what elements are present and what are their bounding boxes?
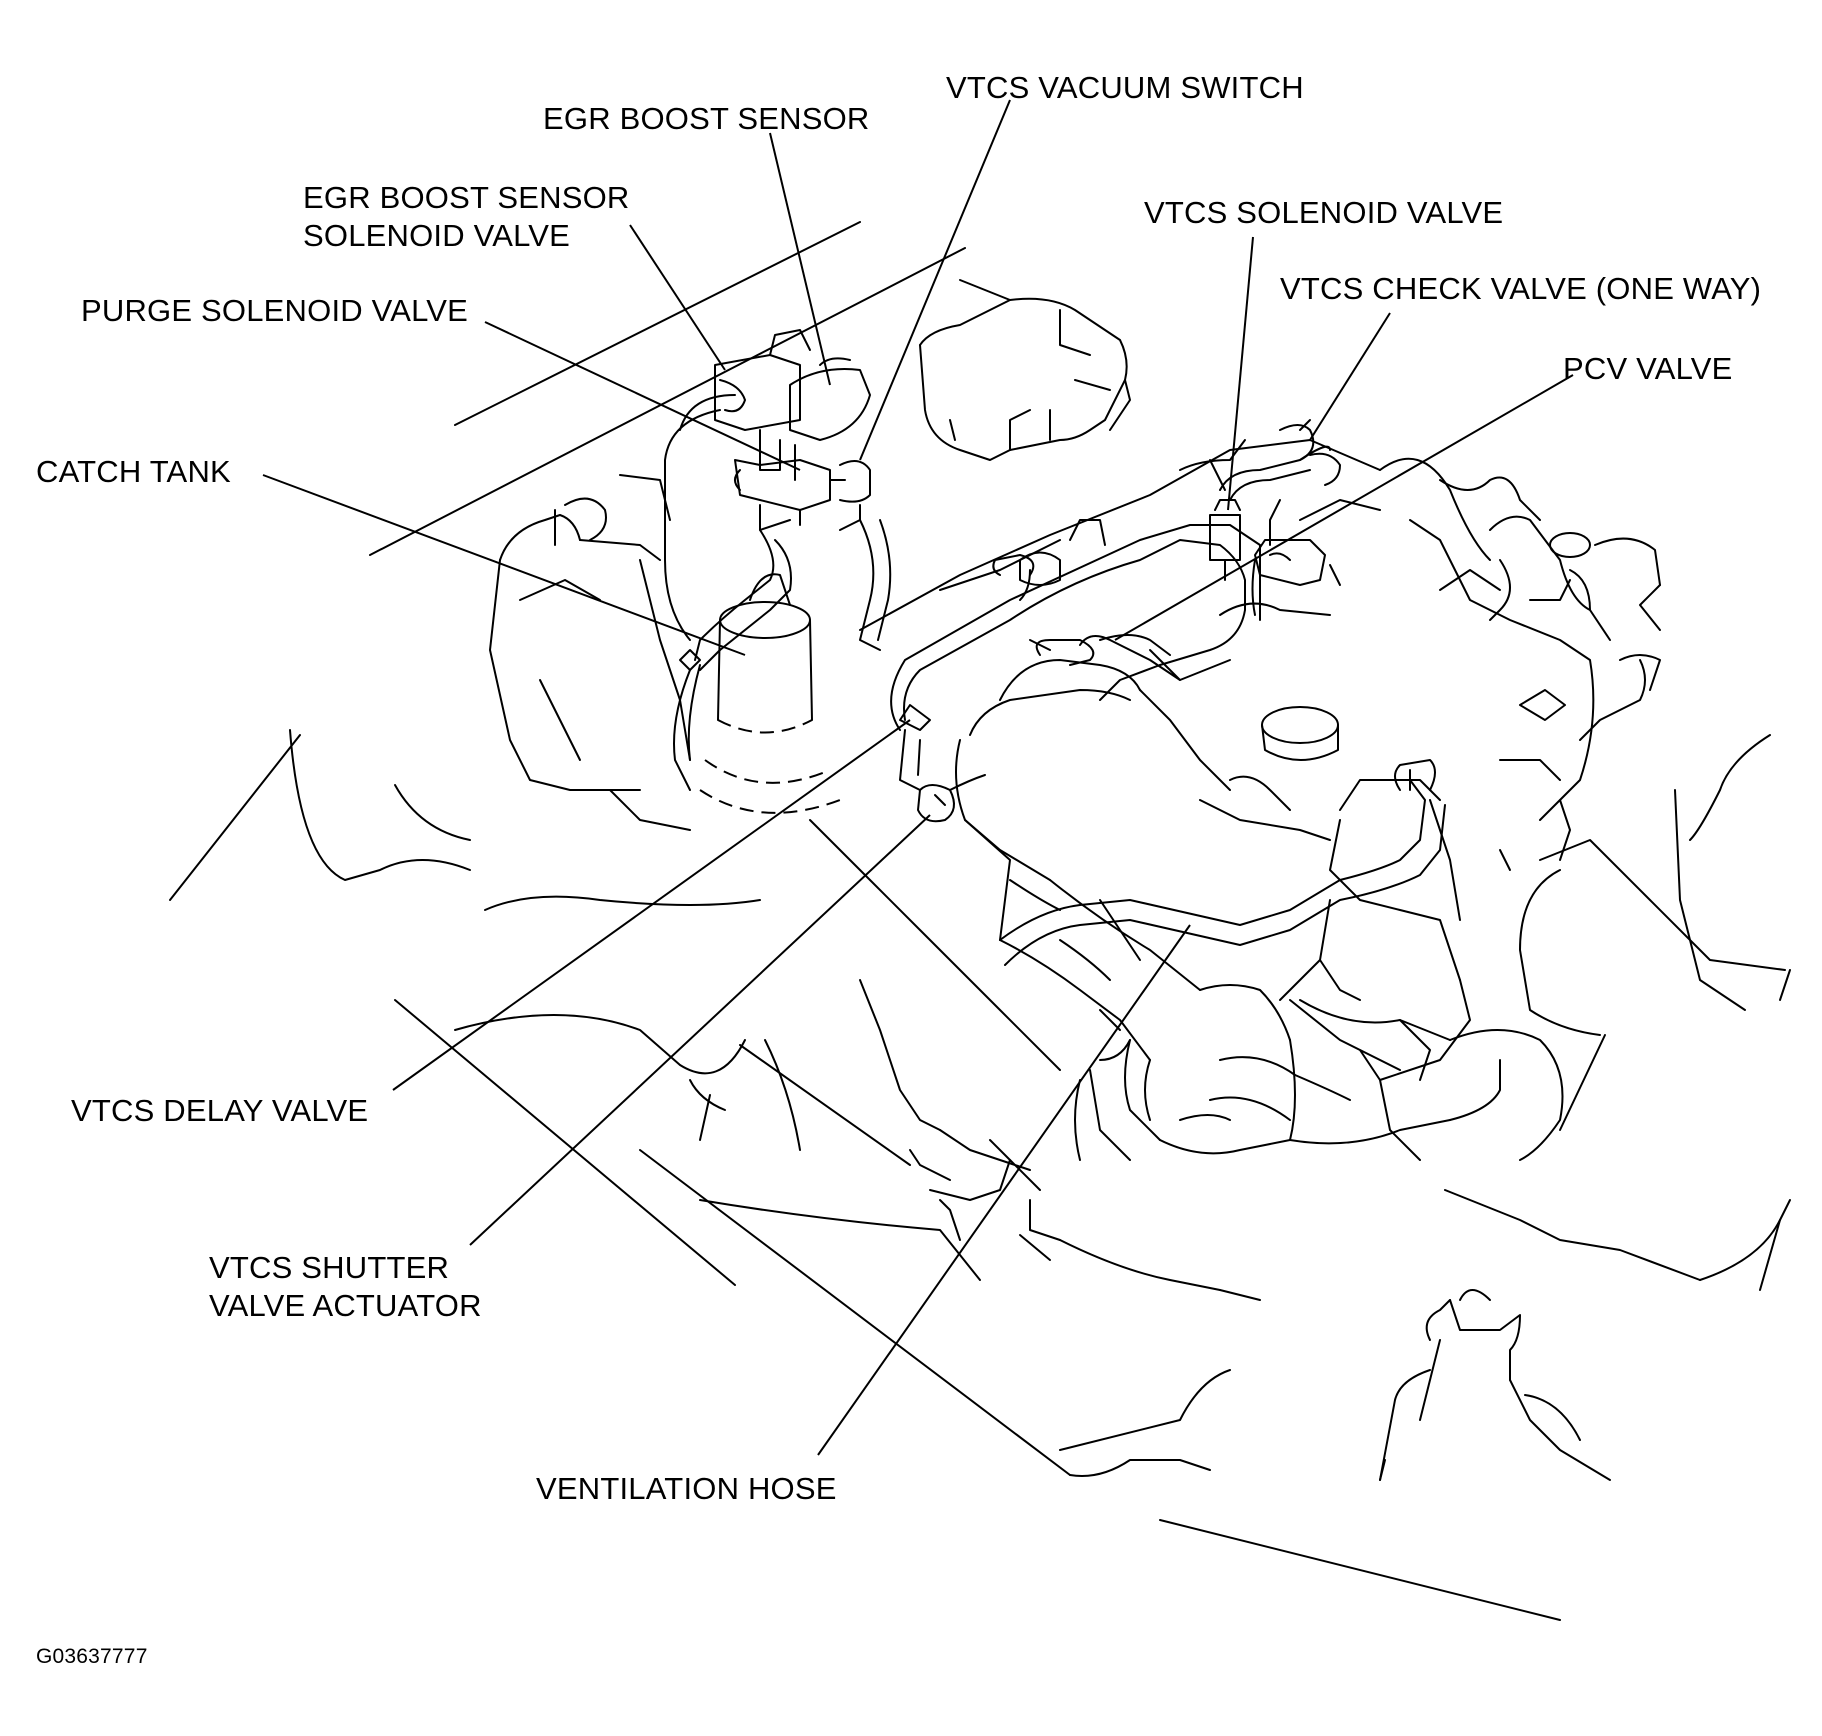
ventilation-hose-shape [999, 759, 1446, 966]
relay-box [919, 279, 1131, 461]
leader-egr-solenoid-valve [629, 224, 726, 371]
valve-cluster [664, 329, 892, 791]
leader-pcv-valve [1114, 374, 1574, 641]
label-purge-solenoid-valve: PURGE SOLENOID VALVE [81, 293, 469, 328]
shutter-actuator-shape [917, 774, 986, 823]
leader-catch-tank [262, 474, 746, 656]
figure-code: G03637777 [36, 1645, 148, 1668]
leader-lines [262, 99, 1574, 1456]
label-vtcs-solenoid-valve: VTCS SOLENOID VALVE [1144, 195, 1504, 230]
leader-egr-boost-sensor [769, 132, 831, 386]
label-egr-boost-sensor: EGR BOOST SENSOR [543, 101, 870, 136]
leader-vtcs-delay-valve [392, 719, 911, 1091]
label-vtcs-check-valve: VTCS CHECK VALVE (ONE WAY) [1280, 271, 1762, 306]
intake-air-duct [809, 659, 1564, 1301]
label-vtcs-delay-valve: VTCS DELAY VALVE [71, 1093, 369, 1128]
label-vtcs-shutter-line1: VTCS SHUTTER [209, 1250, 450, 1285]
label-ventilation-hose: VENTILATION HOSE [536, 1471, 837, 1506]
delay-valve-shape [899, 704, 931, 791]
leader-ventilation-hose [817, 924, 1191, 1456]
leader-vtcs-shutter-actuator [469, 814, 931, 1246]
leader-vtcs-solenoid-valve [1227, 236, 1254, 511]
label-egr-boost-sensor-solenoid-line2: SOLENOID VALVE [303, 218, 570, 253]
label-pcv-valve: PCV VALVE [1563, 351, 1733, 386]
vacuum-tubes [890, 419, 1341, 731]
leader-purge-solenoid-valve [484, 321, 801, 471]
label-vtcs-shutter-line2: VALVE ACTUATOR [209, 1288, 482, 1323]
reservoir-left [489, 474, 691, 831]
label-egr-boost-sensor-solenoid-line1: EGR BOOST SENSOR [303, 180, 630, 215]
right-body-outline [1059, 734, 1791, 1621]
valve-cover [859, 439, 1661, 1161]
leader-vtcs-vacuum-switch [859, 99, 1011, 461]
leader-vtcs-check-valve [1309, 312, 1391, 441]
label-vtcs-vacuum-switch: VTCS VACUUM SWITCH [946, 70, 1304, 105]
label-catch-tank: CATCH TANK [36, 454, 231, 489]
